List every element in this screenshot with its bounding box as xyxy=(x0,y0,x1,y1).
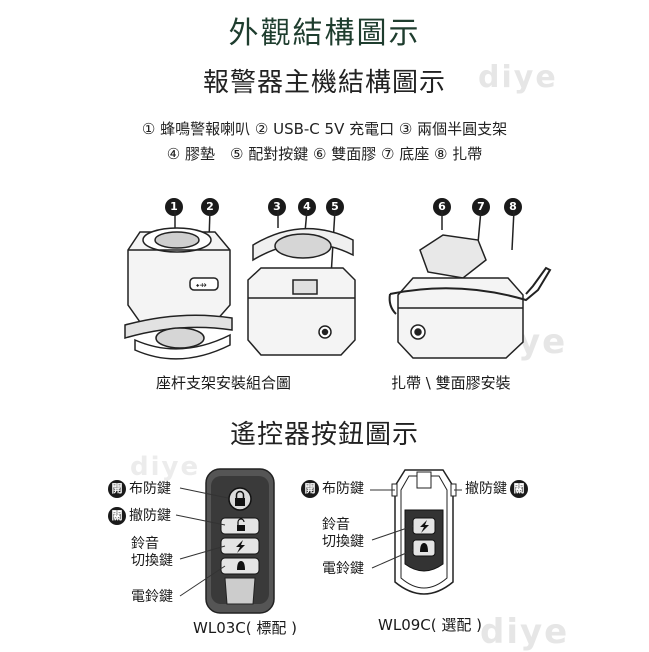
remote-right-model: WL09C( 選配 ) xyxy=(378,616,482,634)
ringtone-button xyxy=(220,537,260,555)
parts-legend-line-1: ① 蜂鳴警報喇叭 ② USB-C 5V 充電口 ③ 兩個半圓支架 xyxy=(141,120,508,138)
close-badge-icon: 關 xyxy=(108,507,126,525)
open-badge-icon: 開 xyxy=(108,480,126,498)
callout-1: 1 xyxy=(165,196,183,216)
remote-left-ring-label-2: 切換鍵 xyxy=(131,553,173,569)
remote-wl03c-illustration xyxy=(205,468,275,614)
usb-icon: ⬩⇸ xyxy=(196,281,207,291)
watermark: diye xyxy=(130,452,201,482)
callout-7: 7 xyxy=(472,196,490,216)
callout-8: 8 xyxy=(504,196,522,216)
bell-button xyxy=(412,539,436,557)
unlock-button xyxy=(220,517,260,535)
remote-left-ring-label-1: 鈴音 xyxy=(131,536,159,552)
caption-strap-mount: 扎帶 \ 雙面膠安裝 xyxy=(391,374,511,392)
remote-section-title: 遙控器按鈕圖示 xyxy=(229,420,419,450)
lock-button xyxy=(228,487,252,511)
watermark: diye xyxy=(480,612,570,652)
strap-mount-illustration xyxy=(388,209,552,359)
alarm-unit-illustration: ⬩⇸ xyxy=(124,209,233,360)
remote-right-arm-label: 開布防鍵 xyxy=(301,478,364,498)
callout-4: 4 xyxy=(298,196,316,216)
caption-seatpost-mount: 座杆支架安裝組合圖 xyxy=(156,374,292,392)
svg-text:⬩⇸: ⬩⇸ xyxy=(196,281,207,291)
remote-right-ring-label-2: 切換鍵 xyxy=(322,534,364,550)
close-badge-icon: 關 xyxy=(510,480,528,498)
remote-wl09c-illustration xyxy=(391,469,457,595)
parts-legend-line-2: ④ 膠墊 ⑤ 配對按鍵 ⑥ 雙面膠 ⑦ 底座 ⑧ 扎帶 xyxy=(166,145,483,163)
remote-left-arm-label: 開布防鍵 xyxy=(108,478,171,498)
bell-button xyxy=(220,557,260,575)
remote-left-disarm-label: 關撤防鍵 xyxy=(108,505,171,525)
page-title: 外觀結構圖示 xyxy=(228,16,421,51)
remote-left-bell-label: 電鈴鍵 xyxy=(131,589,173,605)
section-title: 報警器主機結構圖示 xyxy=(202,68,446,98)
remote-right-bell-label: 電鈴鍵 xyxy=(322,561,364,577)
callout-2: 2 xyxy=(201,196,219,216)
ringtone-button xyxy=(412,517,436,535)
callout-5: 5 xyxy=(326,196,344,216)
callout-3: 3 xyxy=(268,196,286,216)
open-badge-icon: 開 xyxy=(301,480,319,498)
remote-right-disarm-label: 撤防鍵關 xyxy=(465,478,528,498)
callout-6: 6 xyxy=(433,196,451,216)
base-bracket-illustration xyxy=(247,209,356,356)
remote-right-ring-label-1: 鈴音 xyxy=(322,517,350,533)
watermark: diye xyxy=(478,60,558,95)
remote-left-model: WL03C( 標配 ) xyxy=(193,619,297,637)
